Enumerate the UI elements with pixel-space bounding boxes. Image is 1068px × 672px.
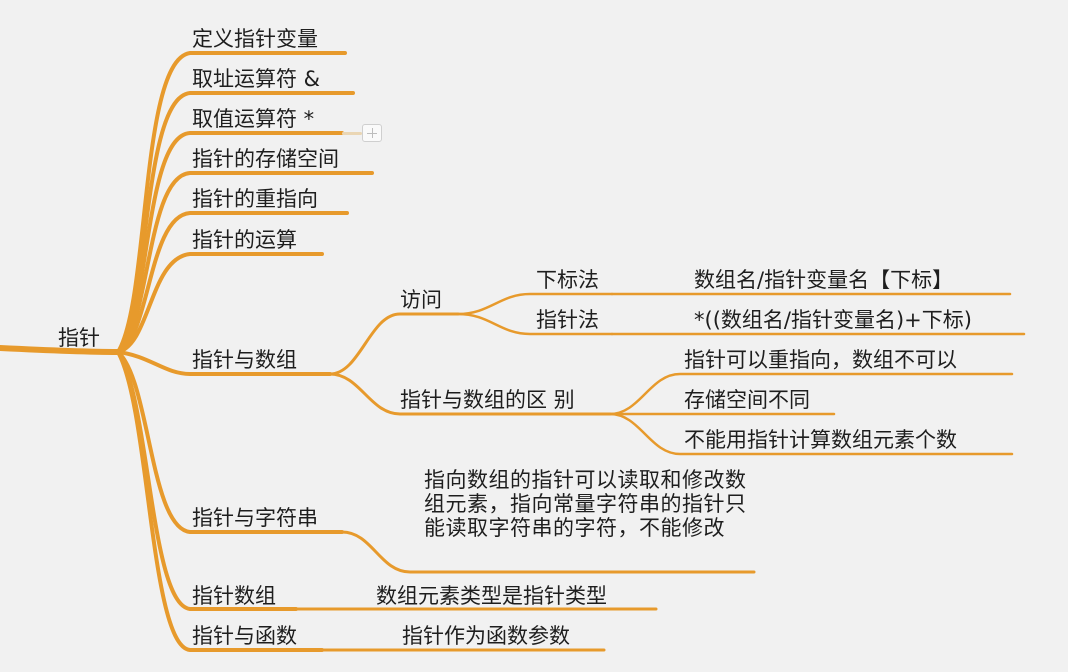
collapse-track xyxy=(342,132,362,135)
node-diff-storage[interactable]: 存储空间不同 xyxy=(684,388,810,412)
node-access[interactable]: 访问 xyxy=(400,288,442,312)
edge-b4 xyxy=(116,171,374,354)
node-diff-count[interactable]: 不能用指针计算数组元素个数 xyxy=(684,428,957,452)
edge-b7 xyxy=(116,350,332,376)
root-node[interactable]: 指针 xyxy=(58,326,100,350)
branch-arithmetic[interactable]: 指针的运算 xyxy=(192,228,297,252)
node-access-pointer[interactable]: 指针法 xyxy=(536,308,599,332)
edge-diff xyxy=(328,372,612,416)
edge-sub1 xyxy=(456,292,614,316)
edge-b8 xyxy=(116,350,344,534)
branch-pointer-arrays[interactable]: 指针数组 xyxy=(192,584,276,608)
edge-diff3 xyxy=(608,412,1014,456)
edge-b10 xyxy=(116,350,324,652)
edge-b6 xyxy=(116,252,324,354)
edge-string-note xyxy=(340,530,756,574)
node-index-detail[interactable]: 数组名/指针变量名【下标】 xyxy=(694,268,954,292)
edge-b5 xyxy=(116,211,349,354)
branch-define-pointer[interactable]: 定义指针变量 xyxy=(192,27,318,51)
node-diff-repoint[interactable]: 指针可以重指向，数组不可以 xyxy=(684,348,957,372)
branch-storage[interactable]: 指针的存储空间 xyxy=(192,147,339,171)
root-stem xyxy=(0,345,121,355)
node-pointer-detail[interactable]: *((数组名/指针变量名)+下标) xyxy=(694,308,972,332)
branch-pointer-array[interactable]: 指针与数组 xyxy=(192,348,297,372)
edge-diff1 xyxy=(608,372,1014,416)
edge-access xyxy=(328,312,460,376)
branch-value-operator[interactable]: 取值运算符 * xyxy=(192,107,315,131)
branch-pointer-string[interactable]: 指针与字符串 xyxy=(192,506,318,530)
branch-pointer-function[interactable]: 指针与函数 xyxy=(192,624,297,648)
expand-plus-icon[interactable] xyxy=(362,124,382,142)
node-difference[interactable]: 指针与数组的区 别 xyxy=(400,388,575,412)
edge-b3 xyxy=(116,131,344,354)
node-string-note[interactable]: 指向数组的指针可以读取和修改数组元素，指向常量字符串的指针只能读取字符串的字符，… xyxy=(424,468,747,540)
node-func-note[interactable]: 指针作为函数参数 xyxy=(402,624,570,648)
branch-address-operator[interactable]: 取址运算符 & xyxy=(192,67,321,91)
edge-sub2 xyxy=(456,312,614,336)
branch-repoint[interactable]: 指针的重指向 xyxy=(192,187,318,211)
node-pointer-array-note[interactable]: 数组元素类型是指针类型 xyxy=(376,584,607,608)
node-access-index[interactable]: 下标法 xyxy=(536,268,599,292)
